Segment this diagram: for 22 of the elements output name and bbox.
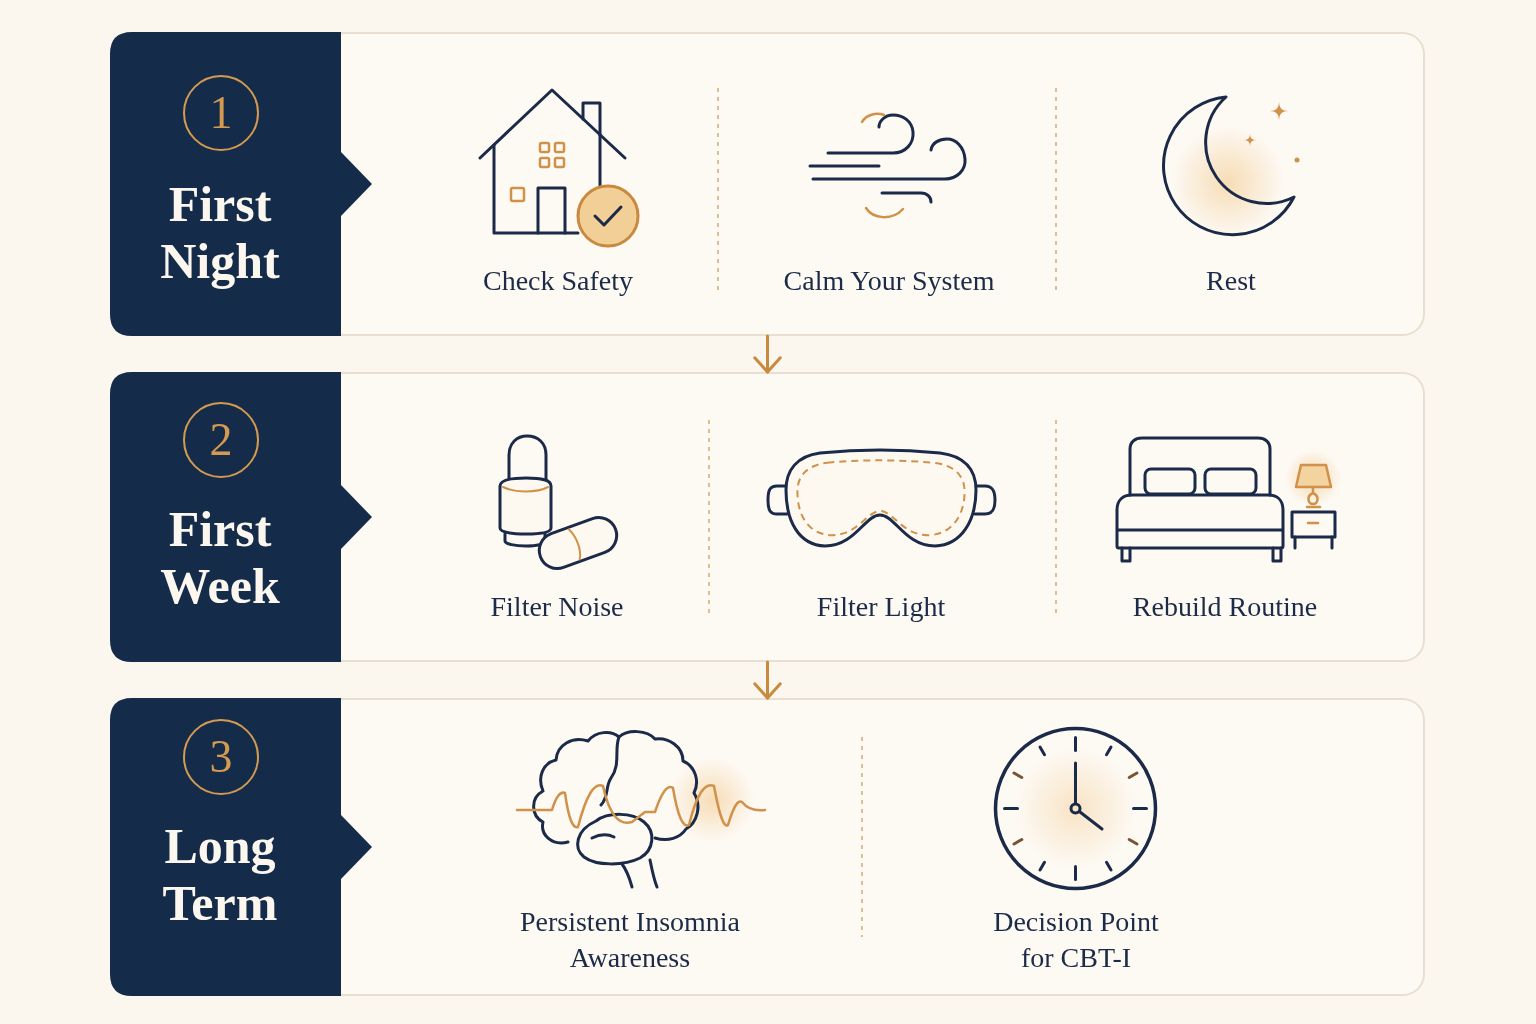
stage-panel — [110, 32, 1425, 336]
item-label: Rebuild Routine — [1132, 590, 1318, 624]
stage-title: First Night — [159, 176, 281, 290]
item-label: Check Safety — [482, 264, 634, 298]
arrow — [753, 660, 782, 700]
item-label: Rest — [1206, 264, 1256, 298]
item-label: Filter Noise — [490, 590, 624, 624]
step-number: 2 — [183, 402, 259, 478]
stage-tab — [110, 698, 372, 996]
item-label: Decision Point for CBT-I — [992, 905, 1160, 975]
stage-tab — [110, 372, 372, 662]
stage-title: Long Term — [161, 818, 279, 932]
stage-tab — [110, 32, 372, 336]
arrow — [753, 334, 782, 374]
item-label: Filter Light — [816, 590, 946, 624]
step-number: 1 — [183, 75, 259, 151]
stage-panel — [110, 372, 1425, 662]
step-number: 3 — [183, 719, 259, 795]
stage-panel — [110, 698, 1425, 996]
stage-title: First Week — [159, 501, 281, 615]
item-label: Calm Your System — [783, 264, 995, 298]
item-label: Persistent Insomnia Awareness — [518, 905, 742, 975]
